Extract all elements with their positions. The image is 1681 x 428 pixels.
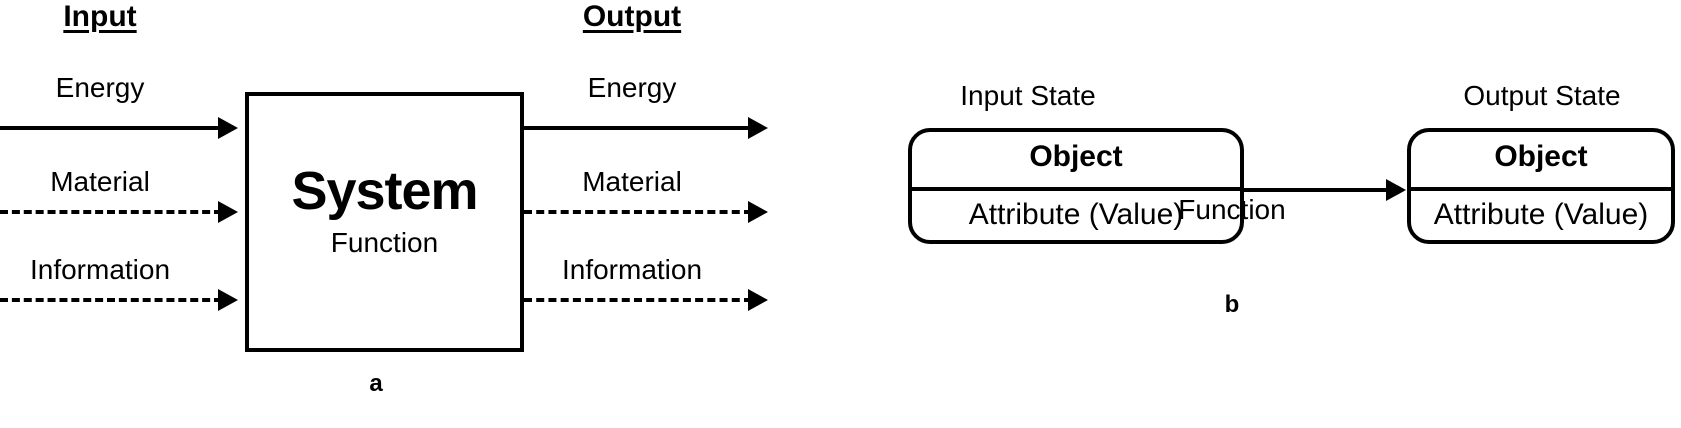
panel-a-system-block-diagram: Input Output Energy Energy Material Mate… <box>0 0 830 428</box>
output-state-attribute: Attribute (Value) <box>1433 198 1649 231</box>
arrow-right-icon <box>1386 179 1406 201</box>
input-flow-label-information: Information <box>29 254 171 285</box>
output-state-divider <box>1411 187 1671 191</box>
input-state-object-box: Object Attribute (Value) <box>908 128 1244 244</box>
input-column-header: Input <box>63 0 137 33</box>
output-flow-label-energy: Energy <box>587 72 677 103</box>
input-state-object-name: Object <box>1029 140 1123 173</box>
output-arrowhead-information <box>748 289 768 311</box>
system-block-title: System <box>291 161 478 221</box>
input-state-label: Input State <box>960 80 1096 111</box>
output-flow-label-information: Information <box>561 254 703 285</box>
output-arrowhead-material <box>748 201 768 223</box>
output-state-label: Output State <box>1463 80 1621 111</box>
input-arrow-shaft-material <box>0 210 222 214</box>
panel-b-state-transition-diagram: Input State Object Attribute (Value) Fun… <box>830 0 1681 428</box>
input-arrowhead-energy <box>218 117 238 139</box>
output-arrowhead-energy <box>748 117 768 139</box>
input-arrowhead-material <box>218 201 238 223</box>
output-state-object-box: Object Attribute (Value) <box>1407 128 1675 244</box>
input-state-attribute: Attribute (Value) <box>968 198 1184 231</box>
system-block-subtitle: Function <box>330 227 439 258</box>
input-flow-label-material: Material <box>50 166 150 197</box>
input-arrow-shaft-energy <box>0 126 222 130</box>
transition-arrow-shaft <box>1244 188 1402 192</box>
output-state-object-name: Object <box>1494 140 1588 173</box>
input-arrow-shaft-information <box>0 298 222 302</box>
output-arrow-shaft-material <box>524 210 752 214</box>
output-arrow-shaft-energy <box>524 126 752 130</box>
input-state-divider <box>912 187 1240 191</box>
output-arrow-shaft-information <box>524 298 752 302</box>
output-flow-label-material: Material <box>582 166 682 197</box>
transition-function-label: Function <box>1178 194 1286 225</box>
panel-a-caption: a <box>369 370 383 397</box>
input-arrowhead-information <box>218 289 238 311</box>
output-column-header: Output <box>582 0 682 33</box>
panel-b-caption: b <box>1224 291 1240 318</box>
system-block: System Function <box>245 92 524 352</box>
input-flow-label-energy: Energy <box>55 72 145 103</box>
